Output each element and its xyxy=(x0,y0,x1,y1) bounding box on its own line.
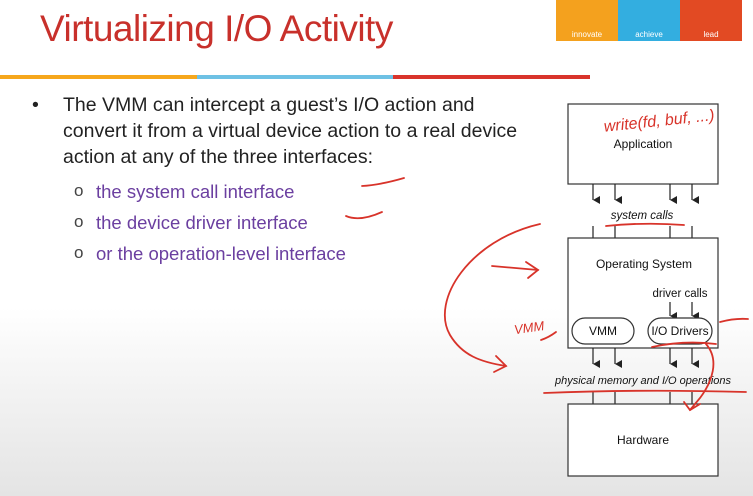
ink-annotations xyxy=(345,177,749,412)
sub-bullet-operation: o or the operation-level interface xyxy=(32,238,532,269)
divider-blue xyxy=(196,75,394,79)
io-drivers-box xyxy=(647,317,713,345)
banner-segment-achieve: achieve xyxy=(618,0,680,41)
banner-label: achieve xyxy=(635,30,663,39)
io-drivers-label: I/O Drivers xyxy=(651,324,708,338)
operating-system-label: Operating System xyxy=(596,257,692,271)
hardware-box xyxy=(567,403,719,477)
sub-bullet-text: the device driver interface xyxy=(96,212,308,233)
divider-orange xyxy=(0,75,197,79)
sub-bullet-text: the system call interface xyxy=(96,181,295,202)
system-calls-label: system calls xyxy=(611,210,674,222)
driver-call-arrows xyxy=(669,302,699,320)
slide-title: Virtualizing I/O Activity xyxy=(40,8,393,49)
ink-vmm-note: VMM xyxy=(513,318,545,337)
ink-check-syscall xyxy=(361,177,405,187)
ink-tick-vmm xyxy=(540,331,557,341)
ink-arrow-os xyxy=(491,265,539,271)
application-box xyxy=(567,103,719,185)
sub-bullet-text: or the operation-level interface xyxy=(96,243,346,264)
vmm-label: VMM xyxy=(589,324,617,338)
ink-check-driver xyxy=(345,211,383,220)
sub-bullet-driver: o the device driver interface xyxy=(32,207,532,238)
ink-underline-physical xyxy=(543,389,747,394)
vmm-box xyxy=(571,317,635,345)
driver-calls-label: driver calls xyxy=(653,288,708,300)
physical-ops-label: physical memory and I/O operations xyxy=(554,375,732,387)
physical-op-arrows xyxy=(592,348,699,368)
main-bullet: • The VMM can intercept a guest’s I/O ac… xyxy=(32,92,532,170)
divider-red xyxy=(393,75,591,79)
application-label: Application xyxy=(614,137,673,151)
bullet-dot: • xyxy=(32,94,39,116)
sub-bullet-marker: o xyxy=(74,243,84,262)
sub-bullet-marker: o xyxy=(74,181,84,200)
banner-segment-innovate: innovate xyxy=(556,0,618,41)
ink-arrowhead-left xyxy=(493,355,508,373)
sub-bullet-marker: o xyxy=(74,212,84,231)
hardware-label: Hardware xyxy=(617,433,669,447)
ink-underline-drivers xyxy=(651,341,717,348)
syscall-arrows xyxy=(592,184,699,204)
banner-label: lead xyxy=(703,30,719,39)
banner-label: innovate xyxy=(571,30,603,39)
sub-bullet-syscall: o the system call interface xyxy=(32,176,532,207)
main-bullet-text: The VMM can intercept a guest’s I/O acti… xyxy=(63,94,518,168)
banner-segment-lead: lead xyxy=(680,0,742,41)
title-divider xyxy=(0,75,591,79)
ink-curve-right xyxy=(689,343,715,411)
bullet-list: • The VMM can intercept a guest’s I/O ac… xyxy=(32,92,532,269)
ink-curve-left xyxy=(444,223,541,367)
ink-mark-drivers xyxy=(719,317,749,323)
brand-banner: innovate achieve lead xyxy=(556,0,742,41)
ink-underline-syscalls xyxy=(605,222,685,227)
